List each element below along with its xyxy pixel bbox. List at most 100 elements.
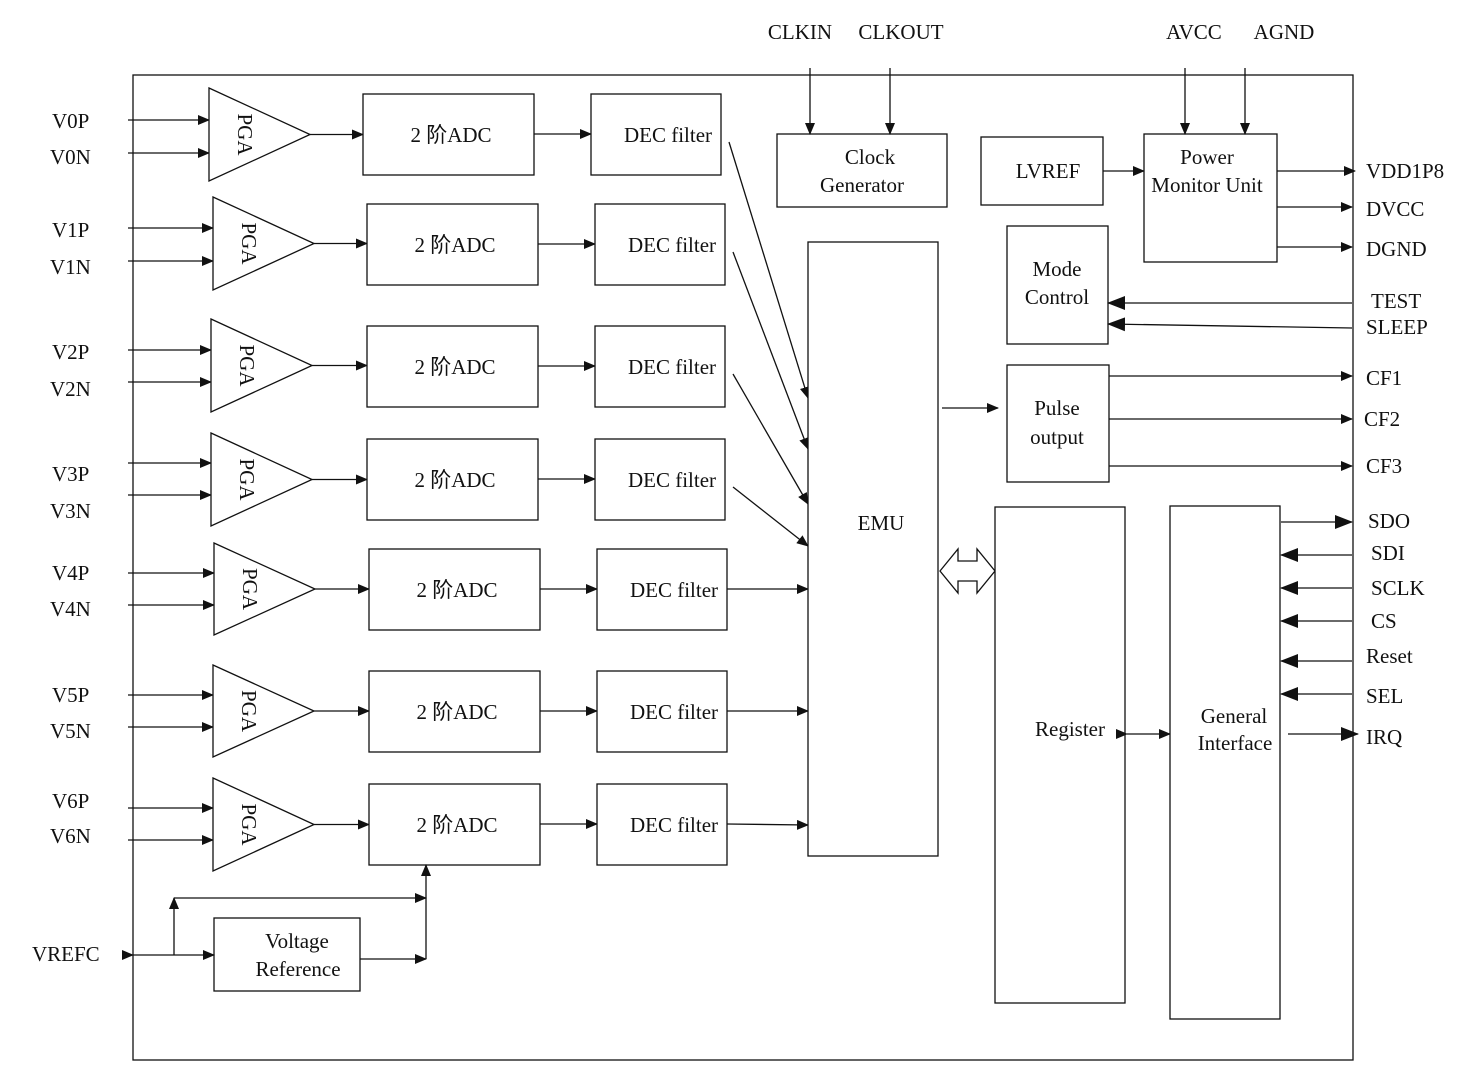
gi-label-2: Interface xyxy=(1198,731,1273,755)
dec-filter-block xyxy=(594,438,726,521)
adc-label: 2 阶ADC xyxy=(416,813,497,837)
pin-vdd1p8: VDD1P8 xyxy=(1366,159,1444,183)
pin-sdo: SDO xyxy=(1368,509,1410,533)
power-monitor-unit: Power Monitor Unit xyxy=(1143,133,1278,263)
adc-block xyxy=(368,548,541,631)
clock-label-2: Generator xyxy=(820,173,904,197)
pin-v6n: V6N xyxy=(50,824,91,848)
pin-irq: IRQ xyxy=(1366,725,1402,749)
adc-label: 2 阶ADC xyxy=(416,578,497,602)
dec-filter-label: DEC filter xyxy=(628,233,716,257)
voltage-reference: Voltage Reference xyxy=(213,917,361,992)
emu-label: EMU xyxy=(858,511,905,535)
pin-v1p: V1P xyxy=(52,218,89,242)
pin-v4n: V4N xyxy=(50,597,91,621)
pga-amplifier xyxy=(212,195,316,292)
adc-label: 2 阶ADC xyxy=(414,233,495,257)
dec-filter-block xyxy=(594,325,726,408)
clock-label-1: Clock xyxy=(845,145,896,169)
pin-dgnd: DGND xyxy=(1366,237,1427,261)
pga-amplifier xyxy=(210,431,314,528)
adc-block xyxy=(366,203,539,286)
mode-label-1: Mode xyxy=(1033,257,1082,281)
adc-block xyxy=(366,438,539,521)
pga-amplifier xyxy=(208,86,312,183)
pga-label: PGA xyxy=(237,803,261,846)
vref-label-2: Reference xyxy=(255,957,340,981)
pga-label: PGA xyxy=(233,113,257,156)
pga-amplifier xyxy=(213,541,317,637)
adc-block xyxy=(362,93,535,176)
pin-clkin: CLKIN xyxy=(768,20,832,44)
adc-block xyxy=(366,325,539,408)
adc-label: 2 阶ADC xyxy=(414,468,495,492)
adc-label: 2 阶ADC xyxy=(416,700,497,724)
pin-v3p: V3P xyxy=(52,462,89,486)
pin-v3n: V3N xyxy=(50,499,91,523)
channel-0: V0P V0N PGA 2 阶ADC DEC filter xyxy=(50,86,810,399)
pga-label: PGA xyxy=(235,458,259,501)
channel-1: V1P V1N PGA 2 阶ADC DEC filter xyxy=(50,195,809,450)
pin-v0n: V0N xyxy=(50,145,91,169)
channel-5: V5P V5N PGA 2 阶ADC DEC filter xyxy=(50,663,809,759)
dec-filter-block xyxy=(596,783,728,866)
lvref-label: LVREF xyxy=(1016,159,1081,183)
general-interface: General Interface xyxy=(1169,505,1281,1020)
lvref-block: LVREF xyxy=(980,136,1104,206)
mode-label-2: Control xyxy=(1025,285,1089,309)
dec-filter-label: DEC filter xyxy=(624,123,712,147)
pin-avcc: AVCC xyxy=(1166,20,1222,44)
pin-v6p: V6P xyxy=(52,789,89,813)
pin-clkout: CLKOUT xyxy=(858,20,943,44)
pulse-output: Pulse output xyxy=(1006,364,1110,483)
pin-v5p: V5P xyxy=(52,683,89,707)
pin-v2n: V2N xyxy=(50,377,91,401)
dec-filter-block xyxy=(594,203,726,286)
dec-filter-label: DEC filter xyxy=(630,578,718,602)
pin-cf3: CF3 xyxy=(1366,454,1402,478)
pin-sdi: SDI xyxy=(1371,541,1405,565)
pin-sel: SEL xyxy=(1366,684,1403,708)
adc-block xyxy=(368,783,541,866)
chip-boundary xyxy=(132,74,1354,1061)
adc-label: 2 阶ADC xyxy=(414,355,495,379)
pin-test: TEST xyxy=(1371,289,1421,313)
adc-block xyxy=(368,670,541,753)
dec-filter-label: DEC filter xyxy=(630,700,718,724)
pin-v5n: V5N xyxy=(50,719,91,743)
pga-label: PGA xyxy=(237,222,261,265)
pga-label: PGA xyxy=(238,568,262,611)
channel-4: V4P V4N PGA 2 阶ADC DEC filter xyxy=(50,541,809,637)
dec-filter-block xyxy=(590,93,722,176)
pga-amplifier xyxy=(212,776,316,873)
pin-cf2: CF2 xyxy=(1364,407,1400,431)
gi-label-1: General xyxy=(1201,704,1268,728)
bus-double-arrow xyxy=(939,547,996,595)
pin-sclk: SCLK xyxy=(1371,576,1425,600)
vref-label-1: Voltage xyxy=(265,929,329,953)
pin-vrefc: VREFC xyxy=(32,942,100,966)
pga-amplifier xyxy=(212,663,316,759)
mode-control: Mode Control xyxy=(1006,225,1109,345)
channel-2: V2P V2N PGA 2 阶ADC DEC filter xyxy=(50,317,809,505)
dec-filter-label: DEC filter xyxy=(628,355,716,379)
pin-v1n: V1N xyxy=(50,255,91,279)
pin-v0p: V0P xyxy=(52,109,89,133)
pin-dvcc: DVCC xyxy=(1366,197,1424,221)
pga-label: PGA xyxy=(235,344,259,387)
pin-agnd: AGND xyxy=(1254,20,1315,44)
dec-filter-block xyxy=(596,548,728,631)
power-label-1: Power xyxy=(1180,145,1234,169)
pin-sleep: SLEEP xyxy=(1366,315,1428,339)
adc-label: 2 阶ADC xyxy=(410,123,491,147)
pga-amplifier xyxy=(210,317,314,414)
emu-block: EMU xyxy=(807,241,939,857)
pulse-label-2: output xyxy=(1030,425,1084,449)
pga-label: PGA xyxy=(237,690,261,733)
pin-v4p: V4P xyxy=(52,561,89,585)
pin-v2p: V2P xyxy=(52,340,89,364)
